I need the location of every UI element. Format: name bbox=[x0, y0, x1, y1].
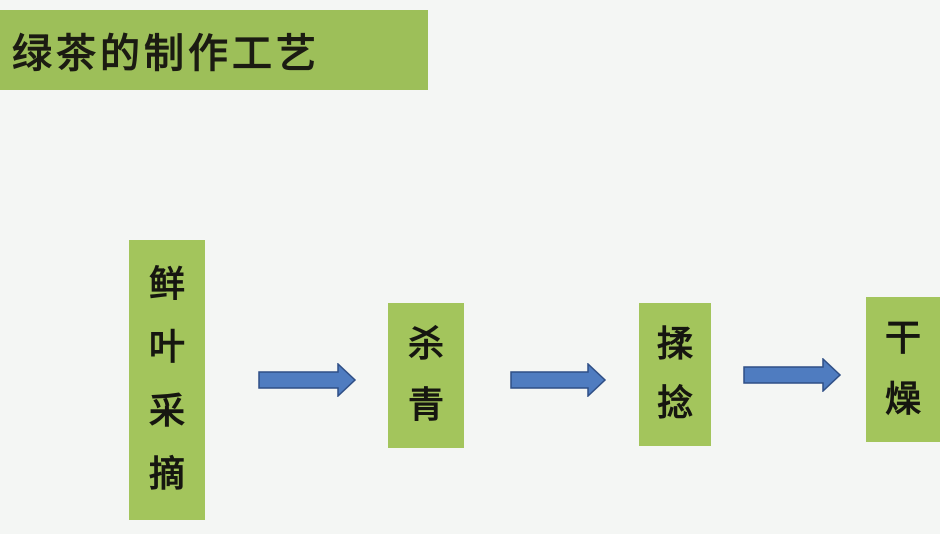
step-1-char-1: 鲜 bbox=[148, 264, 185, 306]
step-3-char-2: 捻 bbox=[656, 383, 693, 425]
step-4-char-2: 燥 bbox=[884, 378, 921, 420]
title-banner: 绿茶的制作工艺 bbox=[0, 10, 428, 90]
step-3-char-1: 揉 bbox=[656, 323, 693, 365]
step-box-1: 鲜 叶 采 摘 bbox=[129, 240, 205, 520]
step-2-char-2: 青 bbox=[407, 384, 444, 426]
step-2-char-1: 杀 bbox=[407, 324, 444, 366]
flow-arrow-2 bbox=[510, 363, 606, 397]
arrow-right-icon bbox=[258, 363, 356, 397]
step-box-2: 杀 青 bbox=[388, 303, 464, 448]
flow-arrow-1 bbox=[258, 363, 356, 397]
step-1-char-4: 摘 bbox=[148, 453, 185, 495]
step-1-char-3: 采 bbox=[148, 390, 185, 432]
step-box-3: 揉 捻 bbox=[639, 303, 711, 446]
step-1-char-2: 叶 bbox=[148, 327, 185, 369]
diagram-title: 绿茶的制作工艺 bbox=[12, 31, 320, 77]
arrow-right-icon bbox=[743, 358, 841, 392]
arrow-right-icon bbox=[510, 363, 606, 397]
step-4-char-1: 干 bbox=[884, 318, 921, 360]
flow-arrow-3 bbox=[743, 358, 841, 392]
step-box-4: 干 燥 bbox=[866, 297, 940, 442]
